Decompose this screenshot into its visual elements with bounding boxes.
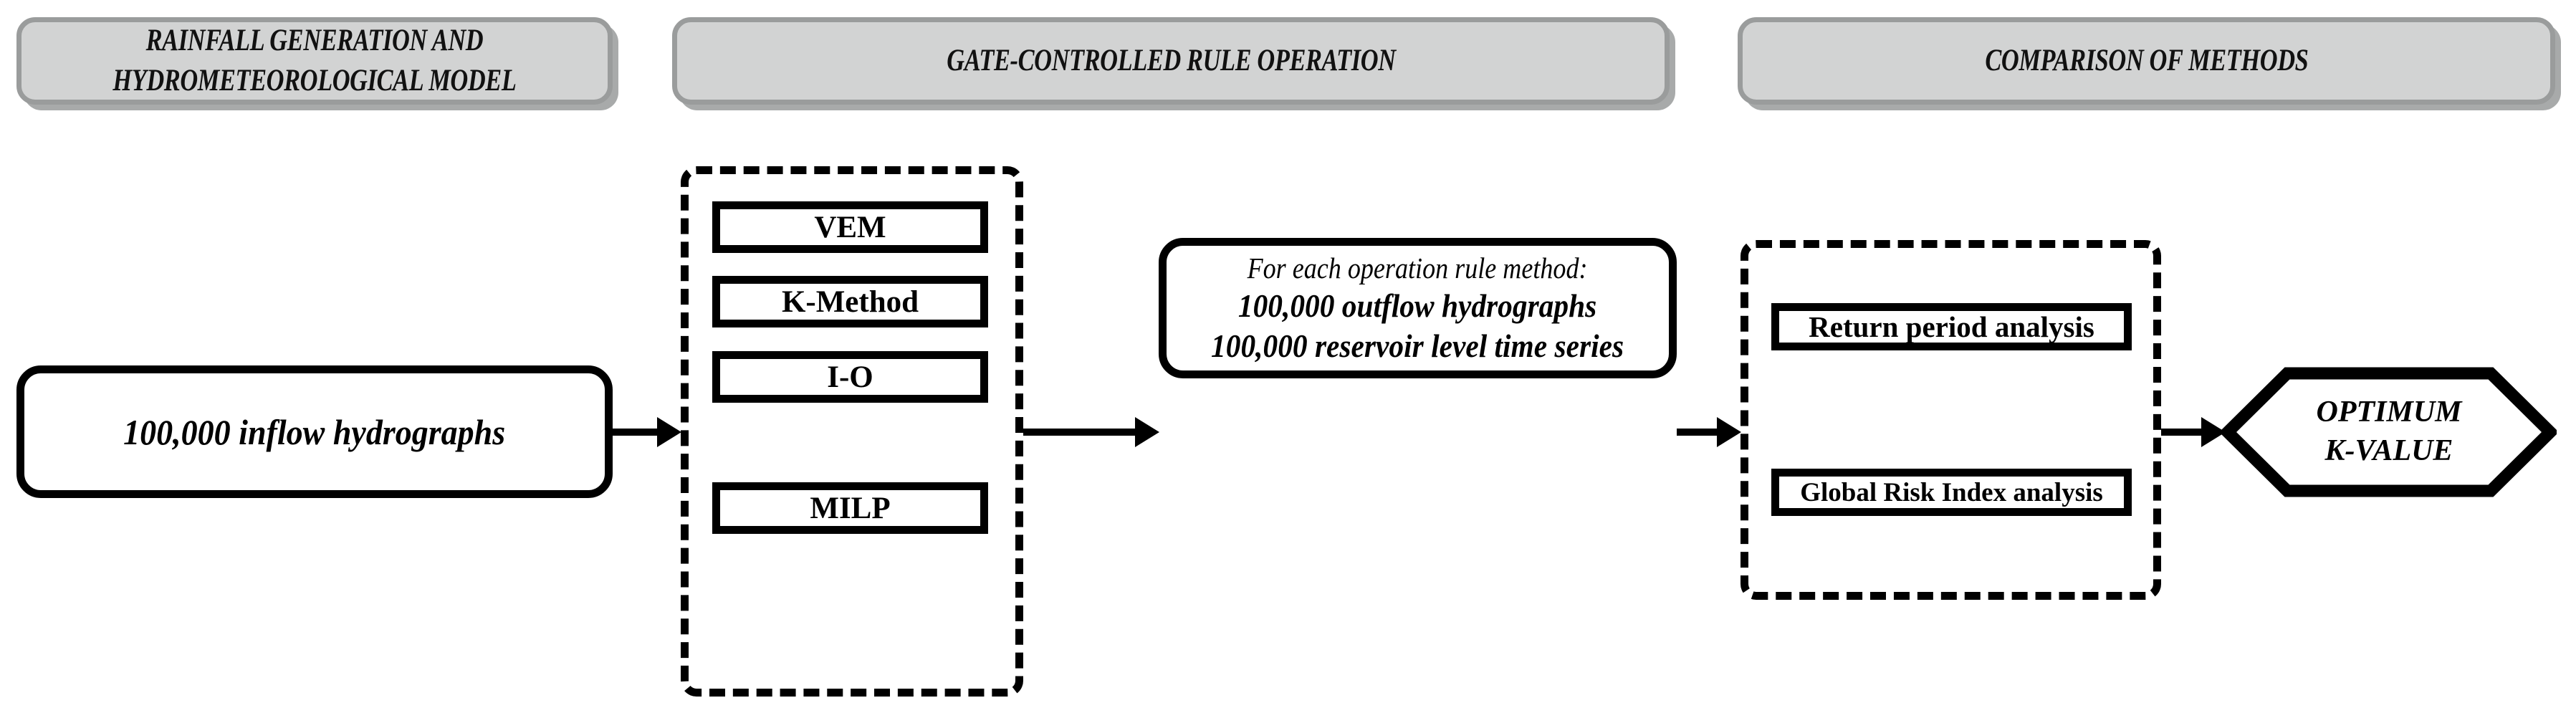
stage-header-comparison-of-methods: COMPARISON OF METHODS: [1738, 17, 2555, 105]
node-method-milp-label: MILP: [810, 491, 891, 525]
node-inflow-hydrographs: 100,000 inflow hydrographs: [16, 365, 613, 498]
hexagon-shape: [2221, 367, 2557, 497]
node-global-risk-index-analysis: Global Risk Index analysis: [1771, 469, 2132, 516]
stage-header-rainfall-label: RAINFALL GENERATION AND HYDROMETEOROLOGI…: [112, 24, 517, 97]
node-optimum-k-value: OPTIMUM K-VALUE: [2221, 367, 2557, 497]
node-outflow-results: For each operation rule method: 100,000 …: [1159, 238, 1677, 378]
node-return-period-analysis-label: Return period analysis: [1809, 310, 2094, 343]
stage-header-comparison-label: COMPARISON OF METHODS: [1984, 44, 2308, 78]
node-inflow-hydrographs-label: 100,000 inflow hydrographs: [123, 411, 506, 452]
node-method-k-method: K-Method: [712, 276, 988, 327]
arrow-shaft: [2161, 429, 2201, 436]
group-operation-rule-methods: [681, 166, 1023, 697]
node-method-i-o: I-O: [712, 351, 988, 403]
stage-header-rainfall-generation: RAINFALL GENERATION AND HYDROMETEOROLOGI…: [16, 17, 613, 105]
arrow-shaft: [613, 429, 657, 436]
node-method-vem: VEM: [712, 201, 988, 253]
node-outflow-line-1: For each operation rule method:: [1248, 251, 1588, 284]
node-outflow-line-2: 100,000 outflow hydrographs: [1238, 287, 1597, 324]
arrow-head: [657, 417, 681, 447]
node-global-risk-index-analysis-label: Global Risk Index analysis: [1800, 477, 2103, 507]
node-outflow-line-3: 100,000 reservoir level time series: [1211, 328, 1624, 364]
node-outflow-results-text: For each operation rule method: 100,000 …: [1193, 250, 1642, 367]
arrow-shaft: [1023, 429, 1135, 436]
node-method-vem-label: VEM: [814, 210, 886, 244]
node-method-milp: MILP: [712, 482, 988, 534]
arrow-head: [1717, 417, 1741, 447]
node-return-period-analysis: Return period analysis: [1771, 303, 2132, 350]
node-method-i-o-label: I-O: [827, 360, 873, 394]
arrow-shaft: [1677, 429, 1717, 436]
stage-header-gate-controlled-rule-operation: GATE-CONTROLLED RULE OPERATION: [672, 17, 1670, 105]
stage-header-gate-label: GATE-CONTROLLED RULE OPERATION: [946, 44, 1396, 78]
group-comparison-analyses: [1741, 240, 2161, 600]
arrow-head: [1135, 417, 1159, 447]
node-method-k-method-label: K-Method: [781, 284, 919, 319]
